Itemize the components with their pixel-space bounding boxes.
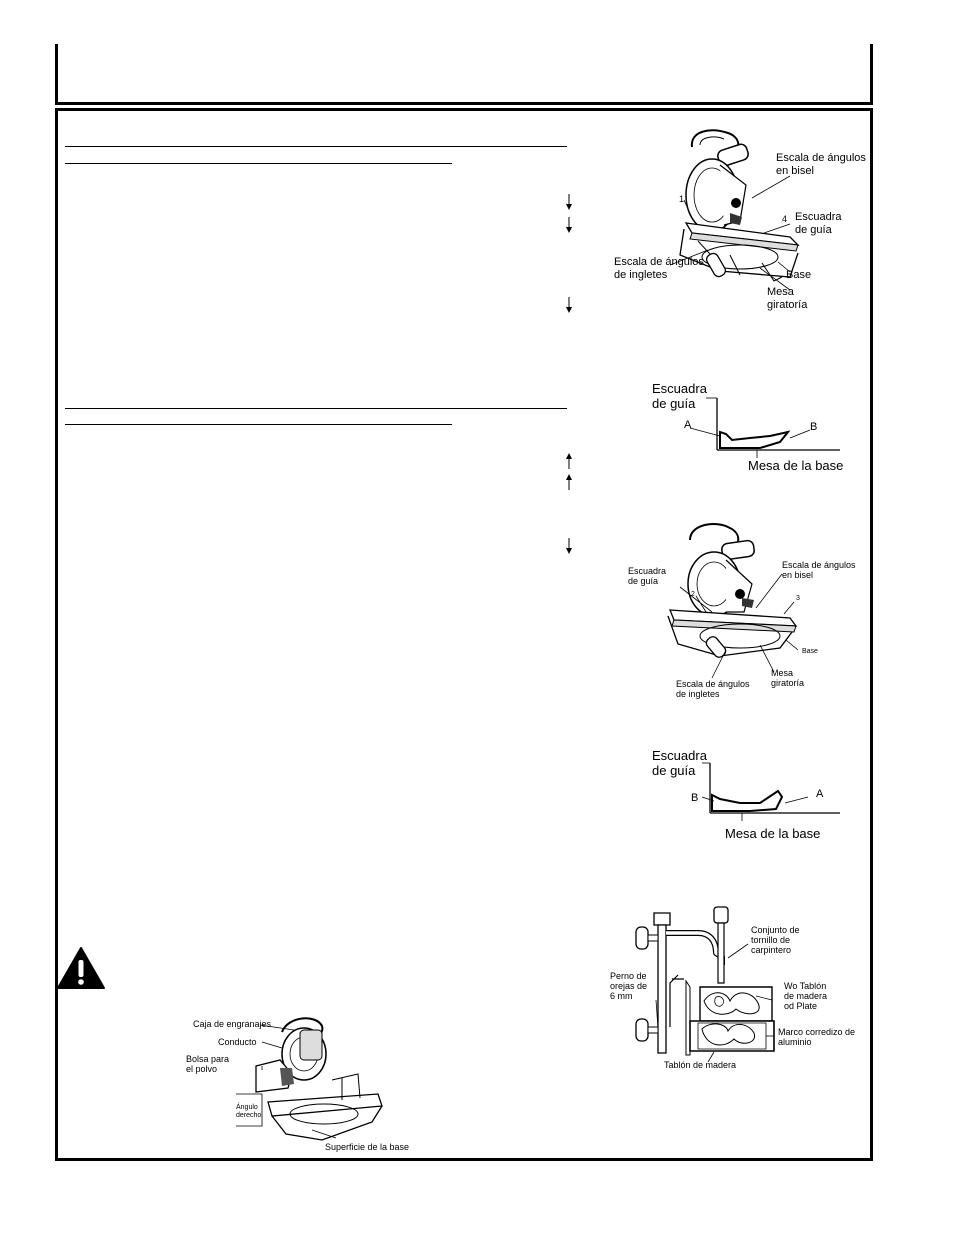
step-arrow-icon — [566, 474, 572, 490]
step-arrow-icon — [566, 217, 572, 233]
section2-rule-bottom — [65, 424, 452, 425]
fig6-label-gearbox: Caja de engranajes — [193, 1019, 272, 1029]
fig4-label-base-table: Mesa de la base — [725, 826, 821, 841]
fig5-label-bolt: Perno de orejas de 6 mm — [610, 971, 648, 1001]
step-arrow-icon — [566, 538, 572, 554]
step-arrow-icon — [566, 453, 572, 469]
fig4-label-fence: Escuadra de guía — [652, 748, 707, 778]
fig2-label-a: A — [684, 419, 692, 431]
profile-diagram-2 — [640, 745, 850, 830]
warning-icon — [56, 946, 106, 990]
profile-diagram-1 — [640, 380, 850, 460]
fig1-label-fence: Escuadra de guía — [795, 211, 842, 236]
fig6-label-right-angle: Ángulo derecho — [236, 1104, 262, 1119]
fig1-label-base: Base — [786, 269, 812, 281]
fig3-label-num2: 2 — [691, 591, 695, 598]
miter-saw-illustration — [670, 125, 810, 300]
fig3-label-base: Base — [802, 648, 818, 655]
fig6-label-duct: Conducto — [218, 1037, 257, 1047]
fig1-label-num1: 1 — [679, 194, 685, 204]
content-box — [55, 108, 873, 1161]
fig5-label-plank: Tablón de madera — [664, 1060, 737, 1070]
fig2-label-b: B — [810, 421, 818, 433]
fig3-label-num3: 3 — [796, 595, 800, 602]
fig2-label-base-table: Mesa de la base — [748, 458, 844, 473]
fig6-label-bag: Bolsa para el polvo — [186, 1054, 230, 1074]
fig1-label-miter-scale: Escala de ángulos de ingletes — [614, 256, 704, 281]
fig3-label-table: Mesa giratoría — [771, 668, 805, 688]
fig1-label-num4: 4 — [782, 214, 788, 224]
fig6-label-base-surface: Superficie de la base — [325, 1142, 410, 1152]
fig1-label-bevel-scale: Escala de ángulos en bisel — [776, 152, 866, 177]
fig3-label-fence: Escuadra de guía — [628, 566, 667, 586]
fig5-label-plank-plate: Wo Tablón de madera od Plate — [784, 981, 828, 1011]
fig3-label-bevel-scale: Escala de ángulos en bisel — [782, 560, 856, 580]
step-arrow-icon — [566, 194, 572, 210]
fig5-label-rail: Marco corredizo de aluminio — [778, 1027, 856, 1047]
fig3-label-miter-scale: Escala de ángulos de ingletes — [676, 679, 750, 699]
clamp-assembly-illustration — [630, 905, 780, 1065]
section1-rule-bottom — [65, 163, 452, 164]
fig4-label-b: B — [691, 792, 699, 804]
dust-bag-saw-illustration — [232, 1010, 392, 1145]
fig1-label-table: Mesa giratoría — [767, 286, 808, 311]
miter-saw-bevel-illustration — [660, 520, 805, 665]
fig5-label-clamp: Conjunto de tornillo de carpintero — [751, 925, 800, 955]
step-arrow-icon — [566, 297, 572, 313]
fig4-label-a: A — [816, 788, 824, 800]
section1-rule-top — [65, 146, 567, 147]
section2-rule-top — [65, 408, 567, 409]
fig2-label-fence: Escuadra de guía — [652, 381, 707, 411]
header-box — [55, 44, 873, 105]
